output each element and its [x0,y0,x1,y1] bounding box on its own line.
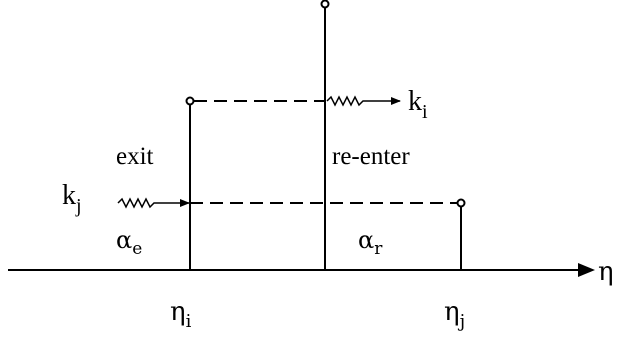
label-eta-j-base: η [444,297,460,327]
label-alpha-r-sub: r [374,239,383,259]
wavy-arrow-k-i [326,95,401,107]
label-eta-axis: η [598,257,614,287]
label-eta-j: ηj [444,297,465,332]
label-k-j-base: k [62,180,76,211]
label-alpha-r-base: α [358,226,374,254]
endpoint-eta-j-top [456,198,466,208]
endpoint-middle-top [320,0,330,9]
label-k-j-sub: j [75,195,82,217]
eta-axis-arrowhead [578,263,595,277]
label-k-i-base: k [408,86,422,117]
label-exit: exit [116,143,154,170]
label-eta-i: ηi [170,297,192,332]
label-alpha-e-base: α [116,226,132,254]
label-k-i-sub: i [422,101,428,123]
label-alpha-e: αe [116,226,142,259]
label-alpha-r: αr [358,226,383,259]
label-k-j: kj [62,180,82,217]
label-eta-i-sub: i [186,311,192,332]
wavy-arrow-k-j [117,197,190,209]
label-k-i: ki [408,86,428,123]
label-reenter: re-enter [332,143,410,170]
label-eta-j-sub: j [458,311,466,332]
label-eta-i-base: η [170,297,186,327]
label-alpha-e-sub: e [132,239,142,259]
endpoint-eta-i-top [185,96,195,106]
